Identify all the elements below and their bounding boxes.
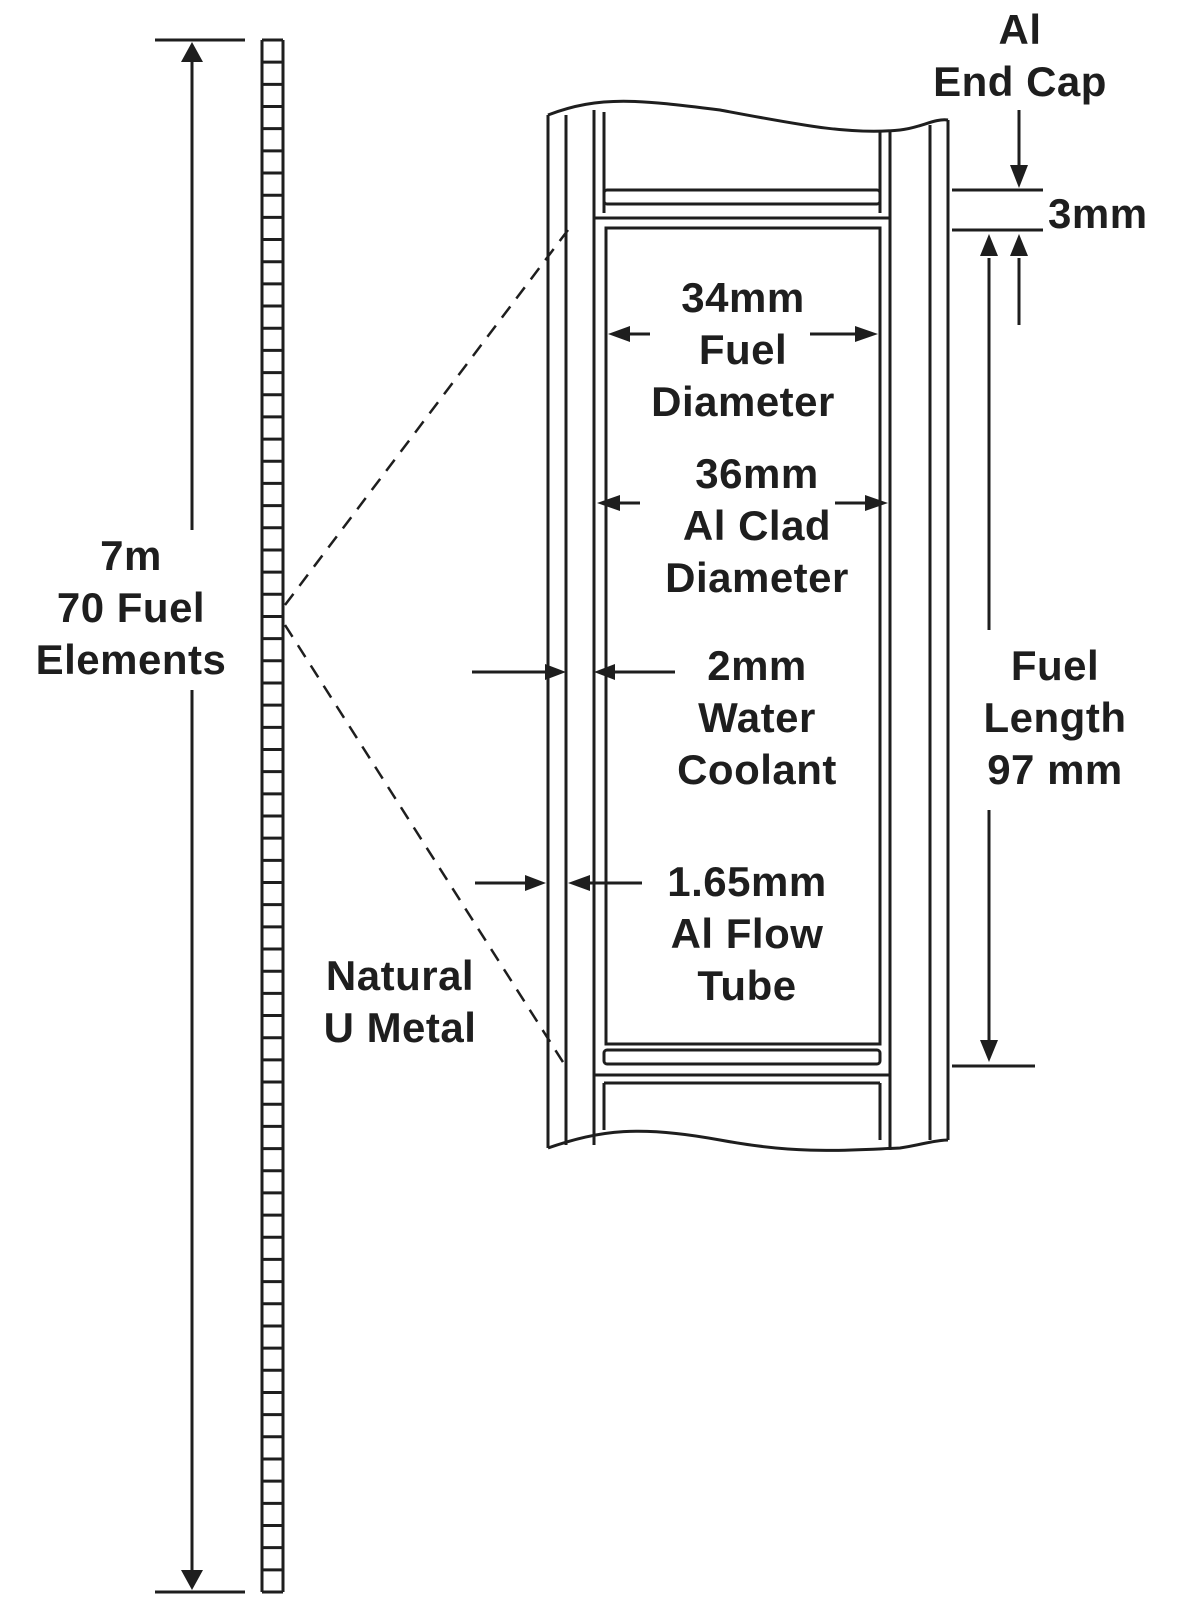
water-coolant-arrows (472, 664, 675, 680)
end-cap-dimension (952, 110, 1043, 325)
arrow-down-icon (980, 1040, 998, 1062)
fuel-diameter-label: 34mm Fuel Diameter (606, 272, 880, 428)
water-coolant-line3: Coolant (677, 746, 837, 793)
fuel-element-column (260, 38, 285, 1594)
clad-diameter-arrows (597, 495, 888, 511)
overall-length-value: 7m (100, 532, 162, 579)
end-cap-bottom (594, 1048, 890, 1140)
elements-label: Elements (35, 636, 227, 683)
fuel-length-line1: Fuel (1010, 642, 1100, 689)
fuel-length-dimension (952, 258, 1035, 1068)
fuel-slug (604, 226, 882, 1046)
water-coolant-line2: Water (698, 694, 816, 741)
water-coolant-value: 2mm (707, 642, 807, 689)
arrow-up-icon (181, 42, 203, 62)
clad-diameter-line2: Al Clad (682, 502, 832, 549)
al-clad (592, 110, 892, 1150)
flow-tube-arrows (475, 875, 642, 891)
fuel-length-label: Fuel Length 97 mm (940, 640, 1170, 796)
overall-length-label: 7m 70 Fuel Elements (0, 530, 262, 686)
flow-tube-value: 1.65mm (667, 858, 827, 905)
element-count-label: 70 Fuel (56, 584, 206, 631)
zoom-callout-lines (283, 229, 570, 1071)
flow-tube-line3: Tube (697, 962, 797, 1009)
fuel-diameter-line2: Fuel (698, 326, 788, 373)
fuel-length-value: 97 mm (987, 746, 1123, 793)
material-line1: Natural (325, 952, 475, 999)
arrow-down-icon (1010, 165, 1028, 188)
fuel-diameter-line3: Diameter (651, 378, 835, 425)
clad-diameter-line3: Diameter (665, 554, 849, 601)
clad-diameter-value: 36mm (695, 450, 819, 497)
arrow-down-icon (181, 1570, 203, 1590)
arrow-up-icon (1010, 234, 1028, 256)
water-coolant-label: 2mm Water Coolant (620, 640, 894, 796)
material-label: Natural U Metal (300, 950, 500, 1054)
fuel-diameter-arrows (608, 326, 878, 342)
overall-length-dimension (155, 38, 245, 1594)
end-cap-label: Al End Cap (905, 4, 1135, 108)
material-line2: U Metal (323, 1004, 477, 1051)
flow-tube-line2: Al Flow (670, 910, 824, 957)
clad-diameter-label: 36mm Al Clad Diameter (620, 448, 894, 604)
end-cap-thickness: 3mm (1048, 190, 1148, 237)
end-cap-label-line1: Al (998, 6, 1042, 53)
arrow-up-icon (980, 234, 998, 256)
flow-tube-label: 1.65mm Al Flow Tube (610, 856, 884, 1012)
end-cap-label-line2: End Cap (933, 58, 1107, 105)
fuel-length-line2: Length (983, 694, 1127, 741)
fuel-diameter-value: 34mm (681, 274, 805, 321)
flow-tube (546, 99, 950, 1152)
